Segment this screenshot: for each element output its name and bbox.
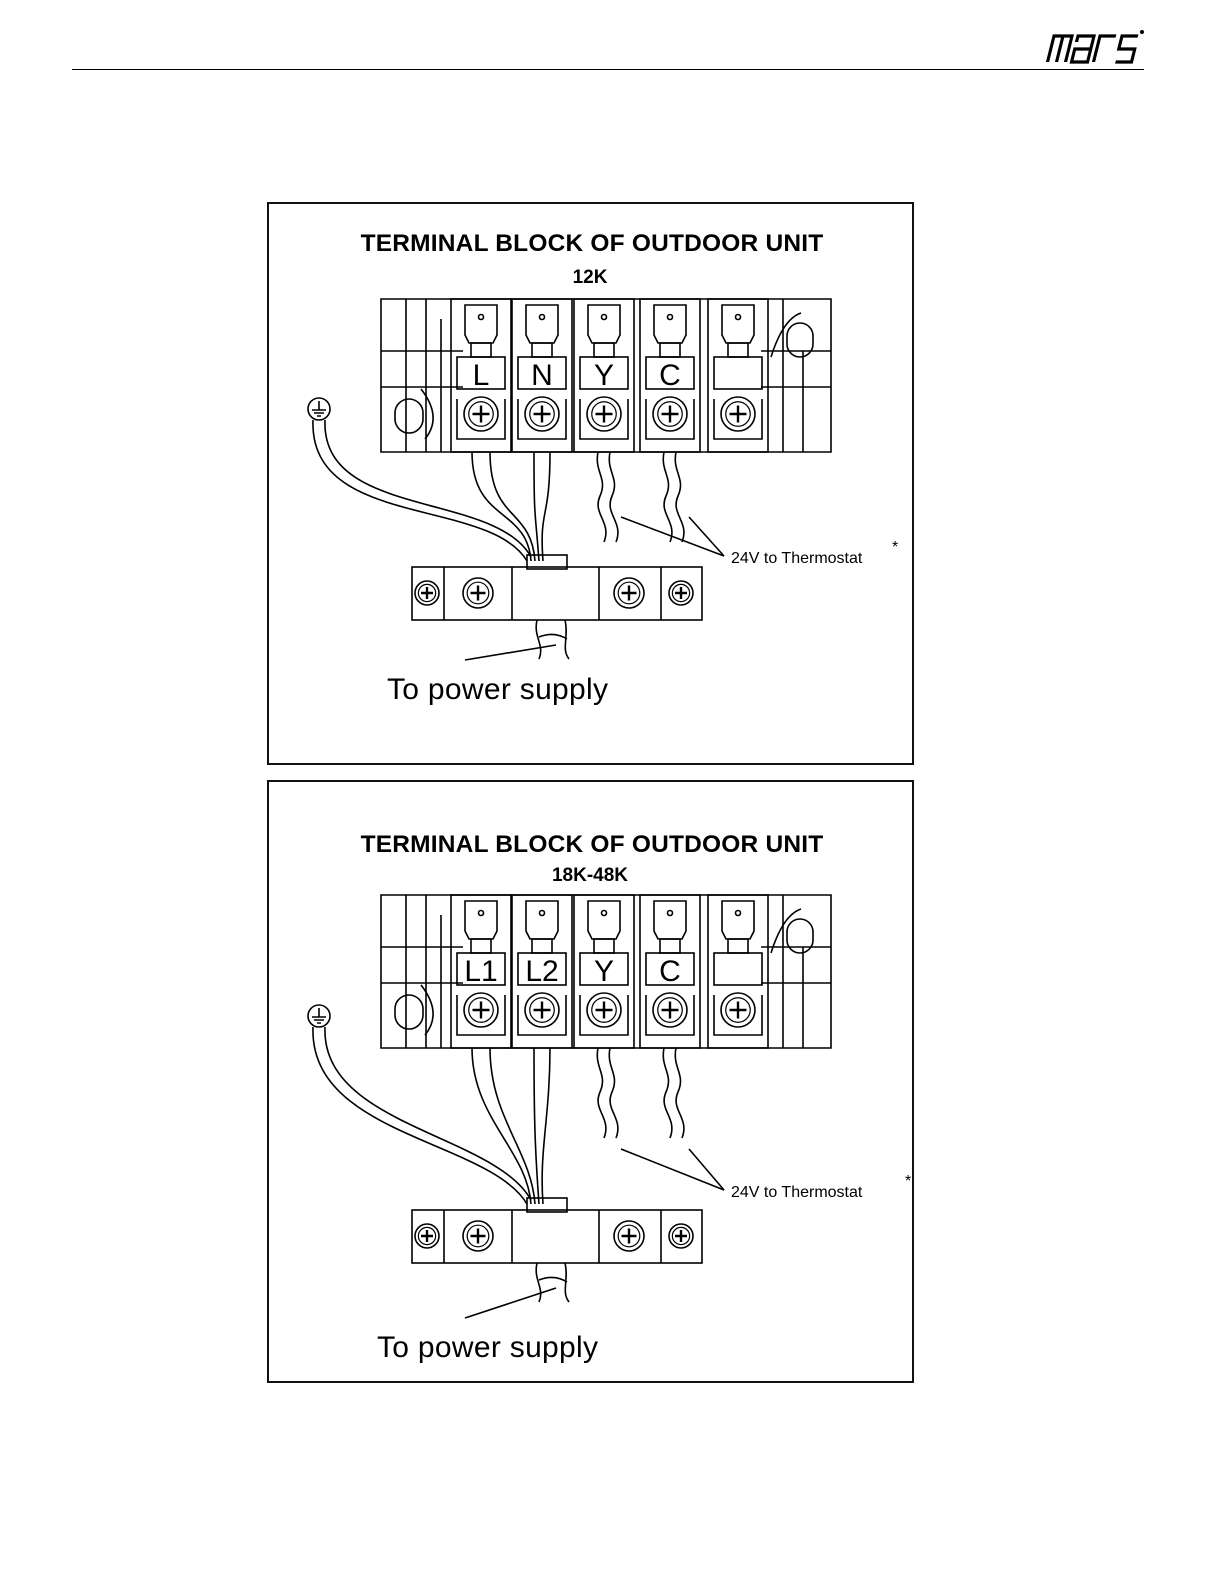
terminal-screw-icon xyxy=(721,397,755,431)
thermostat-label: 24V to Thermostat xyxy=(731,550,863,567)
supply-pointer xyxy=(465,645,556,660)
asterisk: * xyxy=(905,1173,911,1190)
diagram-panel-12k: TERMINAL BLOCK OF OUTDOOR UNIT 12K L N Y C 24V… xyxy=(267,202,914,765)
ground-symbol-icon xyxy=(308,398,330,420)
diagram-panel-18k-48k: TERMINAL BLOCK OF OUTDOOR UNIT 18K-48K L1 L… xyxy=(267,780,914,1383)
terminal-screw-icon xyxy=(721,993,755,1027)
terminal-label-c: C xyxy=(659,359,681,392)
mars-logo xyxy=(1044,28,1148,68)
terminal-label-l2: L2 xyxy=(525,955,558,988)
terminal-label-l1: L1 xyxy=(464,955,497,988)
clamp-screw-icon xyxy=(463,578,493,608)
power-supply-label: To power supply xyxy=(387,673,608,706)
terminal-label-y: Y xyxy=(594,955,614,988)
ground-symbol-icon xyxy=(308,1005,330,1027)
terminal-screw-icon xyxy=(587,397,621,431)
clamp-screw-icon xyxy=(463,1221,493,1251)
clamp-screw-icon xyxy=(614,578,644,608)
thermostat-wires xyxy=(597,1048,724,1190)
thermostat-label: 24V to Thermostat xyxy=(731,1184,863,1201)
header-rule xyxy=(72,69,1144,70)
thermostat-wires xyxy=(597,452,724,556)
clamp-screw-icon xyxy=(614,1221,644,1251)
clamp-screw-icon xyxy=(669,581,693,605)
model-label: 12K xyxy=(573,267,608,288)
model-label: 18K-48K xyxy=(552,865,628,886)
diagram-title: TERMINAL BLOCK OF OUTDOOR UNIT xyxy=(361,831,824,858)
supply-pointer xyxy=(465,1288,556,1318)
clamp-screw-icon xyxy=(415,1224,439,1248)
cable-clamp xyxy=(412,1210,702,1263)
diagram-svg: TERMINAL BLOCK OF OUTDOOR UNIT 12K L N Y C 24V… xyxy=(269,204,916,767)
terminal-screw-icon xyxy=(653,397,687,431)
asterisk: * xyxy=(892,539,898,556)
terminal-label-y: Y xyxy=(594,359,614,392)
terminal-screw-icon xyxy=(464,397,498,431)
power-wires xyxy=(313,1027,569,1302)
terminal-screw-icon xyxy=(587,993,621,1027)
cable-clamp xyxy=(412,567,702,620)
diagram-svg: TERMINAL BLOCK OF OUTDOOR UNIT 18K-48K L1 L… xyxy=(269,782,916,1385)
diagram-title: TERMINAL BLOCK OF OUTDOOR UNIT xyxy=(361,230,824,257)
clamp-screw-icon xyxy=(669,1224,693,1248)
terminal-label-l: L xyxy=(473,359,490,392)
terminal-5 xyxy=(708,895,768,1048)
power-supply-label: To power supply xyxy=(377,1331,598,1364)
terminal-screw-icon xyxy=(525,397,559,431)
terminal-screw-icon xyxy=(653,993,687,1027)
power-wires xyxy=(313,420,569,659)
terminal-5 xyxy=(708,299,768,452)
terminal-screw-icon xyxy=(464,993,498,1027)
terminal-screw-icon xyxy=(525,993,559,1027)
clamp-screw-icon xyxy=(415,581,439,605)
terminal-label-c: C xyxy=(659,955,681,988)
terminal-label-n: N xyxy=(531,359,553,392)
